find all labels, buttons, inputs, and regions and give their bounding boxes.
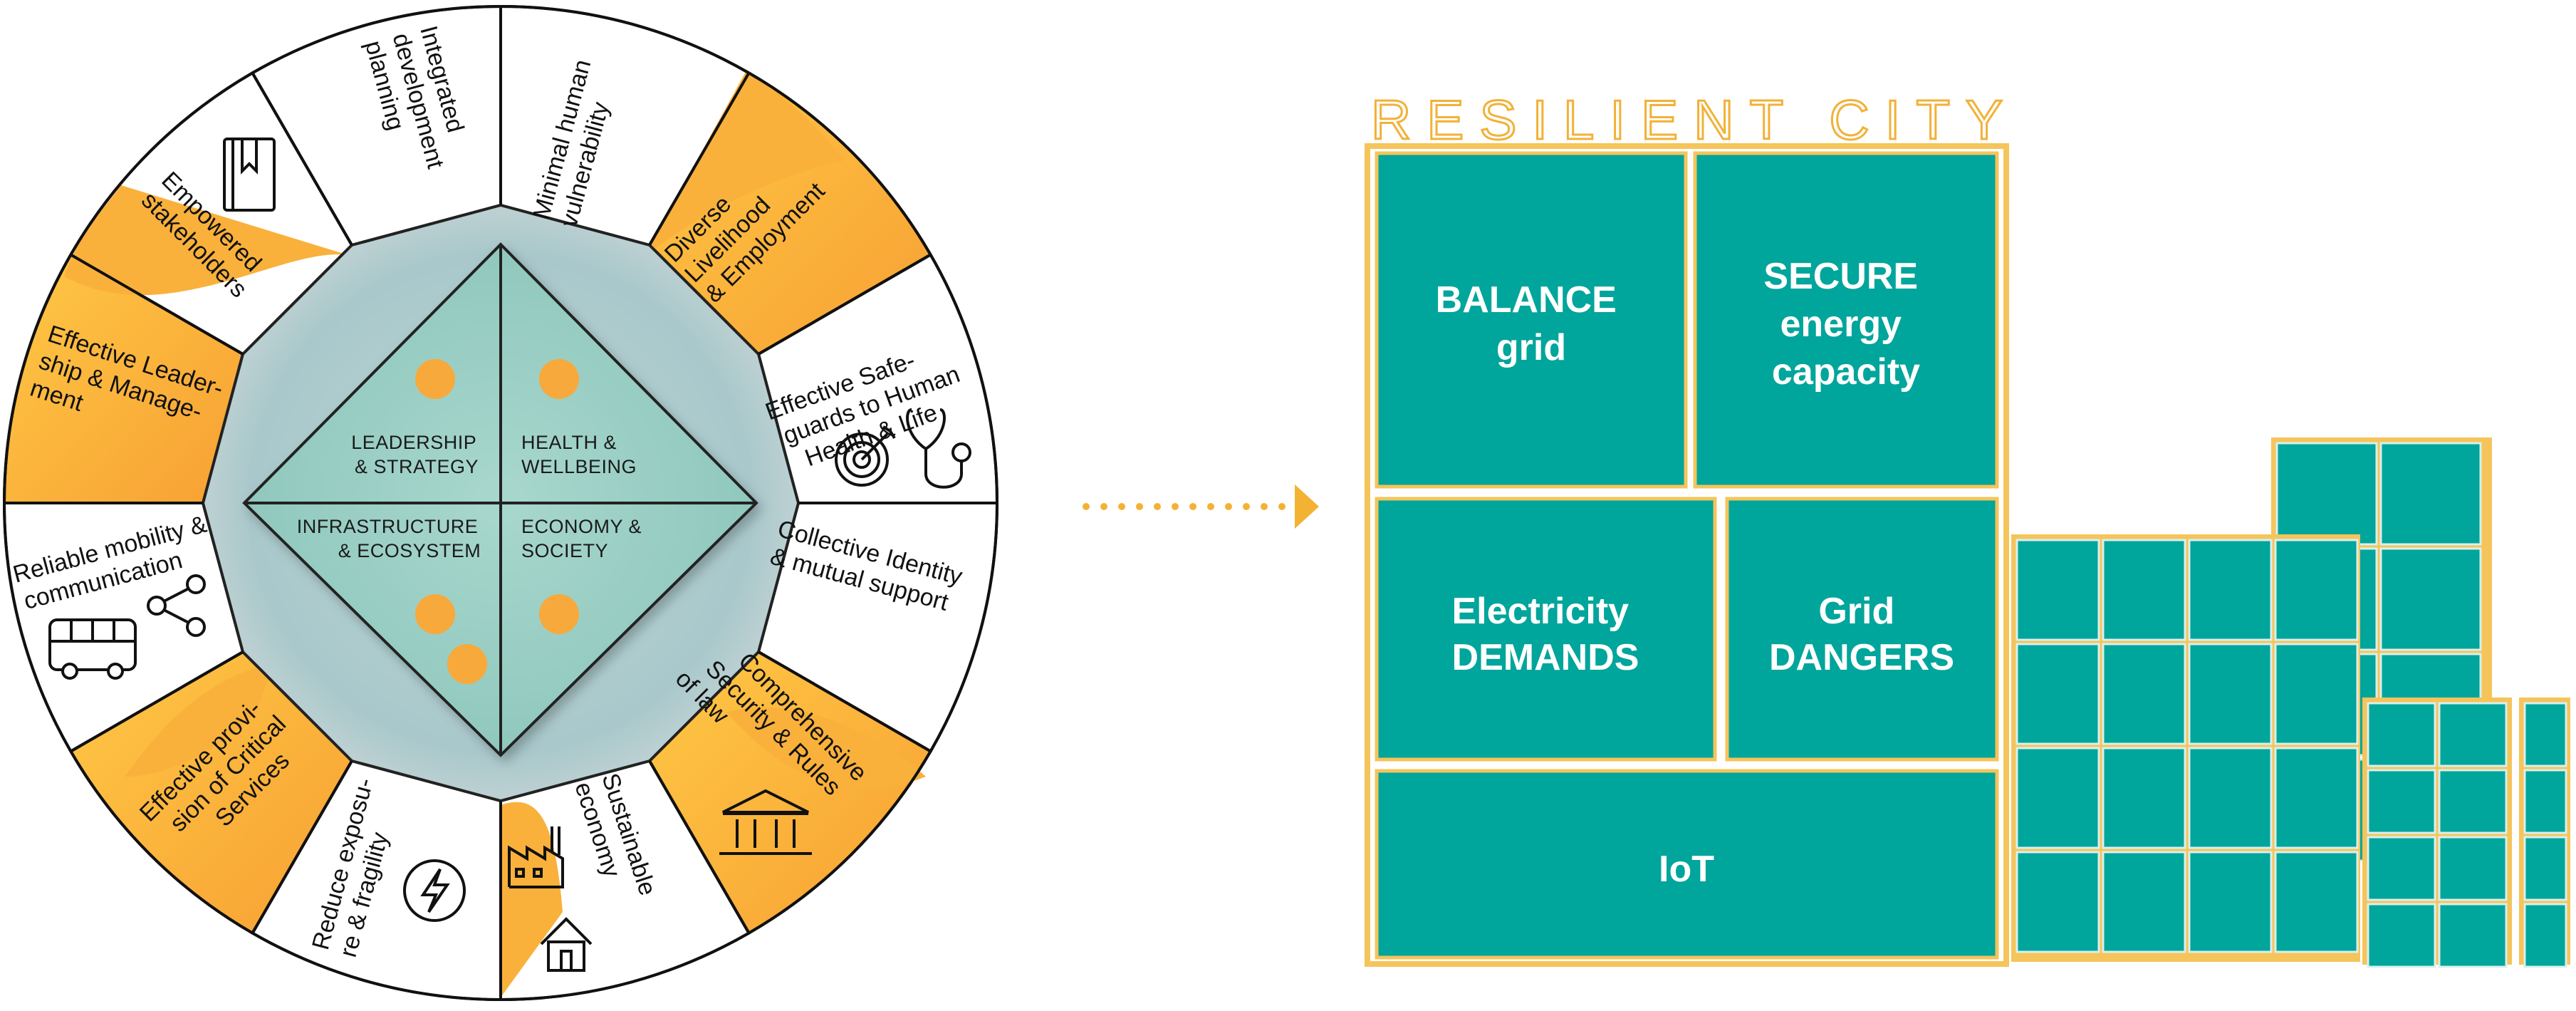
building-window	[2274, 539, 2359, 641]
wheel-spoke	[70, 650, 244, 753]
share-icon	[147, 574, 206, 637]
core-dot	[415, 594, 455, 634]
core-health-label: HEALTH & WELLBEING	[521, 432, 637, 477]
orange-accent-shape	[125, 663, 274, 777]
iot-label: IoT	[1659, 849, 1714, 890]
house-icon	[540, 917, 593, 972]
arrow-dot	[1243, 503, 1250, 510]
secure-energy-box	[1693, 151, 1999, 489]
building-window	[2102, 643, 2186, 745]
building-window	[2016, 851, 2100, 953]
electricity-demands-label: Electricity DEMANDS	[1451, 591, 1639, 678]
dotted-arrow	[1083, 484, 1319, 529]
wheel-spoke	[648, 72, 751, 247]
wheel-spoke	[70, 253, 244, 356]
building-window	[2274, 851, 2359, 953]
building-window	[2188, 747, 2273, 849]
wheel-spoke	[251, 72, 353, 247]
core-dot	[415, 359, 455, 399]
orange-accent-shape	[64, 185, 358, 296]
building-window	[2102, 747, 2186, 849]
resilience-wheel: LEADERSHIP & STRATEGY HEALTH & WELLBEING…	[2, 4, 999, 1002]
building-window	[2188, 851, 2273, 953]
arrow-dot	[1100, 503, 1107, 510]
grid-dangers-box	[1725, 497, 1999, 762]
wheel-spoke	[251, 759, 353, 934]
building-window	[2367, 836, 2436, 901]
arrow-dot	[1207, 503, 1214, 510]
building-window	[2274, 643, 2359, 745]
iot-box	[1375, 769, 1999, 960]
balance-grid-label: BALANCE grid	[1436, 279, 1627, 368]
building-window	[2367, 702, 2436, 767]
wheel-spoke	[648, 759, 751, 934]
building-window	[2379, 442, 2482, 546]
building-window	[2188, 539, 2273, 641]
wheel-spokes	[4, 6, 997, 1000]
building-window	[2523, 903, 2567, 968]
core-economy-label: ECONOMY & SOCIETY	[521, 516, 647, 561]
city-main-block: BALANCE grid SECURE energy capacity Elec…	[1365, 143, 2009, 967]
building-window	[2367, 769, 2436, 834]
building-window	[2438, 702, 2508, 767]
building-window	[2016, 539, 2100, 641]
secure-energy-label: SECURE energy capacity	[1763, 256, 1928, 393]
stethoscope-icon	[906, 408, 971, 489]
building-window	[2274, 747, 2359, 849]
building-window	[2438, 903, 2508, 968]
wheel-spoke	[757, 253, 932, 356]
building-window	[2379, 547, 2482, 651]
electricity-demands-box	[1375, 497, 1717, 762]
building-window	[2016, 643, 2100, 745]
arrow-dot	[1172, 503, 1179, 510]
city-title: RESILIENT CITY	[1371, 88, 2018, 151]
building-window	[2102, 851, 2186, 953]
core-dot	[539, 594, 579, 634]
factory-icon	[508, 826, 564, 888]
building-window	[2188, 643, 2273, 745]
building-window	[2102, 539, 2186, 641]
arrow-dot	[1118, 503, 1125, 510]
building-window	[2523, 769, 2567, 834]
orange-accent-shape	[643, 71, 844, 258]
arrow-dot	[1154, 503, 1161, 510]
core-dot	[539, 359, 579, 399]
balance-grid-box	[1375, 151, 1688, 489]
arrow-dot	[1261, 503, 1268, 510]
bus-icon	[48, 618, 137, 680]
building-window	[2016, 747, 2100, 849]
city-buildings	[2011, 437, 2570, 968]
target-icon	[835, 425, 896, 487]
bank-icon	[719, 789, 812, 855]
wheel-spoke	[757, 650, 932, 753]
lightning-icon	[403, 859, 466, 922]
grid-dangers-label: Grid DANGERS	[1769, 591, 1954, 678]
arrow-dot	[1189, 503, 1196, 510]
core-infrastructure-label: INFRASTRUCTURE & ECOSYSTEM	[297, 516, 484, 561]
core-leadership-label: LEADERSHIP & STRATEGY	[351, 432, 482, 477]
building-window	[2438, 769, 2508, 834]
book-icon	[223, 138, 276, 212]
building-window	[2523, 836, 2567, 901]
building-window	[2367, 903, 2436, 968]
resilient-city: RESILIENT CITY BALANCE grid SECURE energ…	[1365, 88, 2570, 968]
orange-accent-shape	[726, 707, 926, 789]
building-window	[2523, 702, 2567, 767]
building-window	[2275, 442, 2378, 546]
arrow-dot	[1136, 503, 1143, 510]
building-window	[2438, 836, 2508, 901]
arrow-dot	[1083, 503, 1090, 510]
arrow-dot	[1278, 503, 1286, 510]
core-dot	[447, 644, 487, 684]
arrow-dot	[1225, 503, 1232, 510]
